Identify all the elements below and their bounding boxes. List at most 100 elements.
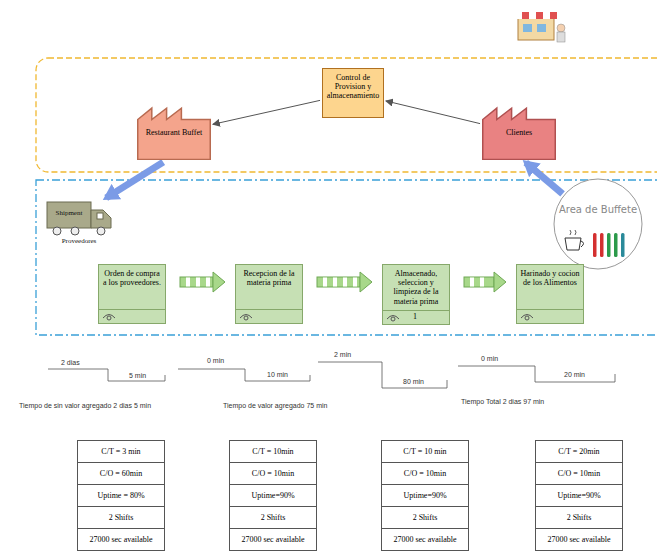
data-box: C/T = 10minC/O = 10minUptime=90%2 Shifts… [229,440,317,551]
data-cell: C/O = 60min [78,462,164,484]
data-box: C/T = 10 minC/O = 10minUptime=90%2 Shift… [381,440,469,551]
info-arrow [213,100,320,124]
data-cell: Uptime=90% [230,484,316,506]
operator-strip [517,309,583,323]
push-stripe [333,278,337,287]
time-label: 5 min [128,372,147,379]
process-box: Recepcion de la materia prima [235,264,303,324]
data-cell: C/T = 3 min [78,441,164,462]
push-stripe [480,278,484,287]
factory-outline [483,108,556,159]
factory-outline [138,108,211,159]
info-arrow [386,101,480,124]
push-stripe [343,278,347,287]
operator-icon [239,311,253,321]
connector-line [526,163,563,194]
push-stripe [323,278,327,287]
connector-line [213,100,320,124]
push-stripe [186,278,190,287]
data-cell: 27000 sec available [382,528,468,550]
process-label: Almacenado, seleccion y limpieza de la m… [383,265,449,310]
factory-icon: Restaurant Buffet [137,106,211,160]
area-label: Area de Buffete [557,204,639,215]
data-box: C/T = 3 minC/O = 60minUptime = 80%2 Shif… [77,440,165,551]
truck-label: Shipment [48,209,90,217]
data-cell: C/T = 20min [536,441,622,462]
truck-wheel [97,227,105,235]
operator-body [244,316,248,320]
time-label: 0 min [480,355,499,362]
utensil-icon [607,233,611,257]
push-arrow [317,272,372,292]
data-cell: C/O = 10min [382,462,468,484]
callout-number: 1 [413,312,417,321]
circle-outline [554,179,642,269]
truck-caption: Proveedores [45,237,113,245]
push-stripe [196,278,200,287]
data-cell: 27000 sec available [536,528,622,550]
data-cell: 2 Shifts [536,506,622,528]
operator-strip [236,309,302,323]
data-cell: 2 Shifts [78,506,164,528]
data-cell: 27000 sec available [230,528,316,550]
push-stripe [206,278,210,287]
buffet-area: Area de Buffete [553,178,643,270]
utensil-icon [614,233,618,257]
truck-wheel [71,227,79,235]
process-label: Harinado y cocion de los Alimentos [517,265,583,309]
operator-body [391,317,395,321]
data-cell: 27000 sec available [78,528,164,550]
utensil-icon [593,233,597,257]
time-label: 2 dias [60,359,81,366]
process-box: Almacenado, seleccion y limpieza de la m… [382,264,450,325]
push-stripe [470,278,474,287]
operator-icon [386,312,400,322]
push-head [360,272,372,292]
data-cell: C/T = 10min [230,441,316,462]
process-label: Recepcion de la materia prima [236,265,302,309]
total-label: Tiempo Total 2 dias 97 min [460,398,545,405]
time-label: 80 min [402,378,425,385]
shop-icon [515,12,565,42]
operator-strip [99,309,165,323]
total-label: Tiempo de valor agregado 75 min [222,402,328,409]
operator-body [525,316,529,320]
buffet-icons [565,230,625,257]
push-arrow [180,272,225,292]
process-box: Harinado y cocion de los Alimentos [516,264,584,324]
push-shaft [180,277,213,287]
data-cell: Uptime=90% [536,484,622,506]
timeline [48,362,615,388]
operator-icon [102,311,116,321]
connector-line [386,101,480,124]
data-cell: Uptime = 80% [78,484,164,506]
data-cell: C/T = 10 min [382,441,468,462]
material-flow-region [36,180,657,335]
steam [570,230,576,235]
info-flow-region [36,58,657,172]
time-label: 0 min [206,357,225,364]
time-label: 20 min [563,371,586,378]
time-label: 10 min [266,371,289,378]
data-cell: C/O = 10min [230,462,316,484]
flow-arrow [526,163,563,194]
node-outline [553,178,643,270]
utensil-icon [600,233,604,257]
data-cell: C/O = 10min [536,462,622,484]
push-shaft [317,277,360,287]
flow-arrow [106,162,163,198]
push-arrow [464,272,506,292]
truck-window [97,213,103,219]
push-stripe [353,278,357,287]
push-head [213,272,225,292]
node-label: Control de Provision y almacenamiento [326,73,380,101]
push-head [494,272,506,292]
utensil-icon [621,233,625,257]
data-cell: 2 Shifts [230,506,316,528]
shipment-truck: ShipmentProveedores [45,200,113,250]
operator-icon [520,311,534,321]
cup-icon [565,238,581,250]
process-box: Orden de compra a los proveedores. [98,264,166,324]
node-label: Restaurant Buffet [140,128,208,137]
control-box: Control de Provision y almacenamiento [322,68,384,118]
